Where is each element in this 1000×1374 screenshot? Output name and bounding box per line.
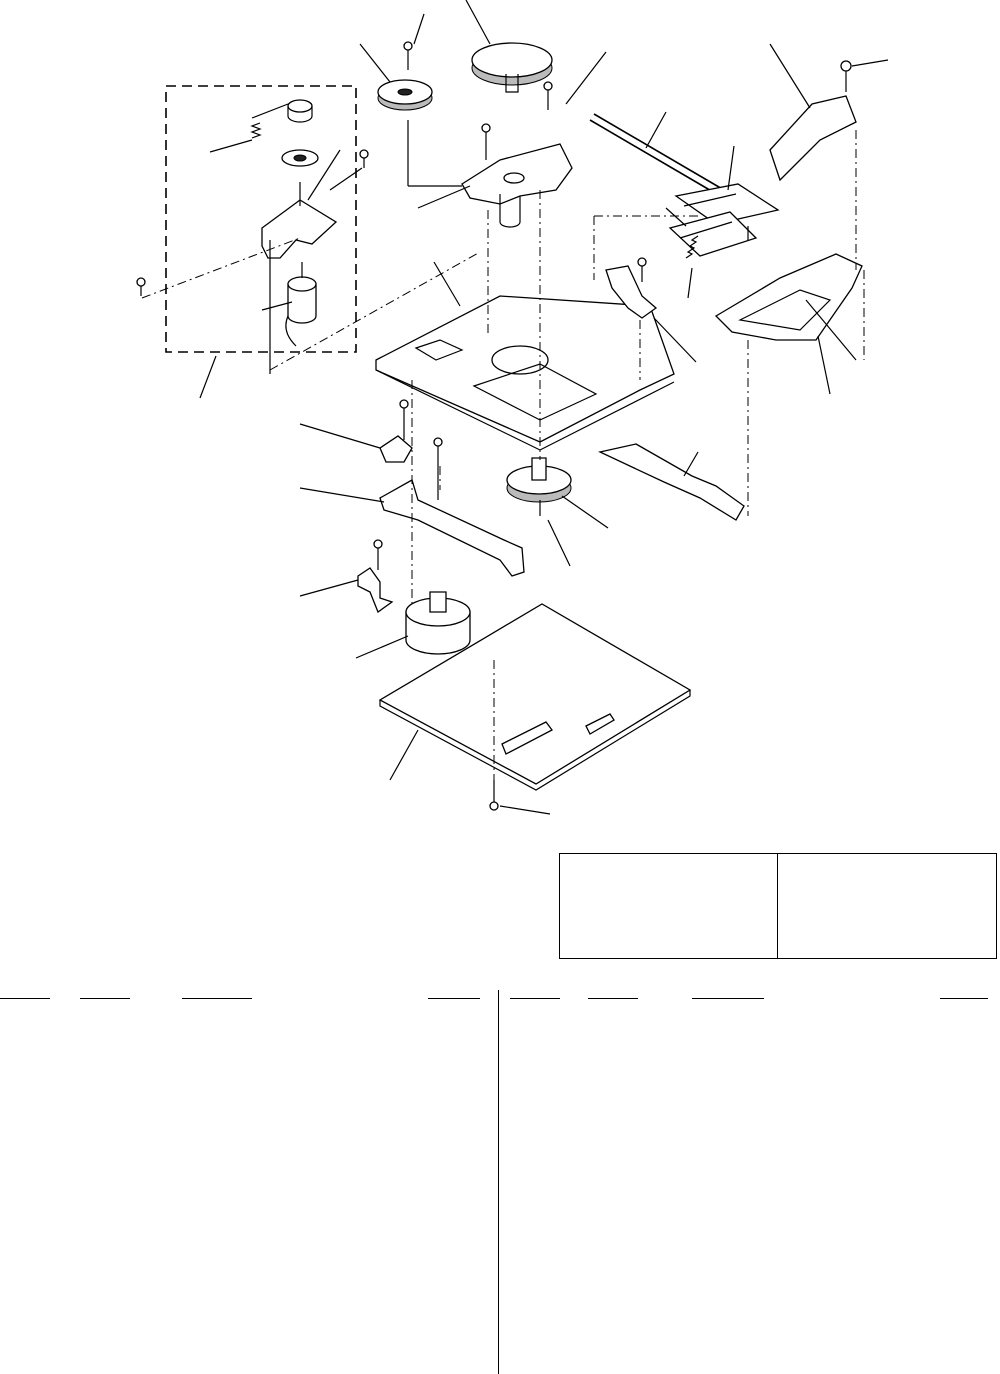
pc-board	[378, 603, 692, 811]
spindle-motor	[405, 591, 471, 655]
header-rule	[80, 998, 130, 999]
main-chassis-plate	[375, 295, 675, 451]
reference-table-cell-left	[560, 854, 778, 958]
gear-bracket	[461, 81, 573, 228]
header-rule	[182, 998, 252, 999]
callout-leaders	[199, 0, 889, 815]
parts-list-right-header	[510, 998, 990, 1016]
reference-table	[559, 853, 997, 959]
gear-parts	[377, 41, 572, 516]
header-rule	[588, 998, 638, 999]
parts-list-left-header	[0, 998, 480, 1016]
slider-arm	[357, 399, 525, 614]
sensor-holder	[605, 257, 658, 319]
header-rule	[940, 998, 988, 999]
subassembly-parts	[136, 99, 369, 347]
motor-subassembly-box	[165, 85, 357, 353]
rack-parts	[668, 183, 780, 259]
header-rule	[510, 998, 560, 999]
pickup-assembly	[714, 60, 863, 341]
header-rule	[0, 998, 50, 999]
column-divider	[498, 990, 499, 1374]
header-rule	[692, 998, 764, 999]
flat-cable	[597, 443, 745, 521]
alignment-lines	[141, 130, 865, 780]
parts-list	[0, 990, 1000, 1374]
reference-table-cell-right	[778, 854, 996, 958]
header-rule	[428, 998, 480, 999]
guide-shaft	[589, 113, 725, 197]
